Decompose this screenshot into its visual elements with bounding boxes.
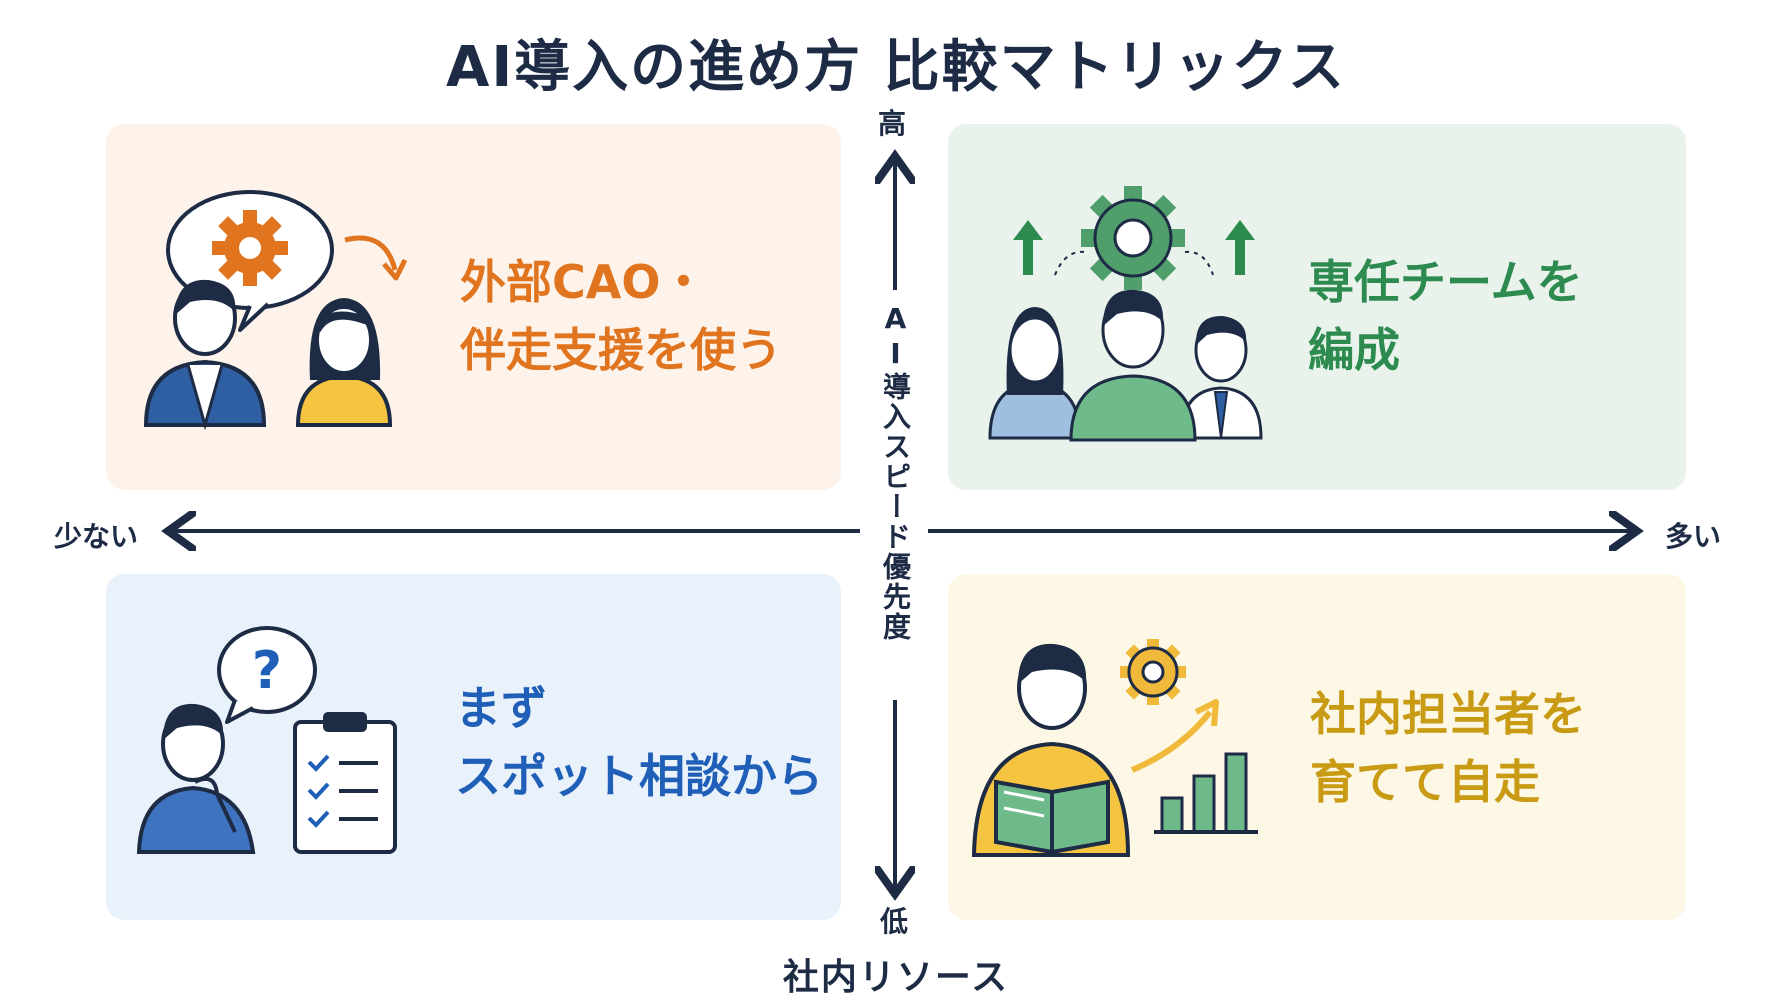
question-bubble-icon: ?	[217, 626, 317, 724]
gear-icon	[1120, 639, 1186, 705]
woman-icon	[295, 298, 393, 427]
thinking-person-icon	[136, 703, 256, 854]
quadrant-label-line: 社内担当者を	[1310, 687, 1586, 741]
bar-chart-icon	[1160, 752, 1248, 834]
gear-icon	[212, 210, 288, 286]
quadrant-label-bottom-right: 社内担当者を 育てて自走	[1310, 680, 1586, 816]
y-axis-title: AI導入スピード優先度	[873, 302, 917, 682]
growth-arrow-icon	[1130, 699, 1219, 773]
checklist-icon	[293, 712, 397, 854]
y-axis-low-label: 低	[880, 905, 909, 938]
team-illustration	[988, 186, 1263, 442]
quadrant-label-top-left: 外部CAO・ 伴走支援を使う	[460, 248, 782, 384]
self-learning-illustration	[971, 639, 1258, 857]
quadrant-label-line: スポット相談から	[455, 749, 823, 803]
quadrant-label-line: 伴走支援を使う	[460, 323, 782, 377]
quadrant-label-line: 専任チームを	[1308, 255, 1583, 309]
consultation-illustration: ?	[136, 626, 397, 854]
svg-text:?: ?	[252, 641, 282, 701]
curved-arrow-icon	[344, 235, 398, 271]
team-icon	[988, 289, 1263, 442]
page-title: AI導入の進め方 比較マトリックス	[446, 35, 1346, 100]
x-axis-low-label: 少ない	[54, 520, 139, 553]
man-icon	[143, 279, 267, 430]
quadrant-label-line: 編成	[1308, 323, 1400, 377]
quadrant-label-top-right: 専任チームを 編成	[1308, 248, 1583, 384]
reading-person-icon	[971, 643, 1131, 857]
consultant-illustration	[143, 190, 408, 430]
x-axis-high-label: 多い	[1665, 520, 1722, 553]
quadrant-label-line: 外部CAO・	[460, 255, 707, 309]
quadrant-label-line: まず	[455, 681, 547, 735]
y-axis-high-label: 高	[878, 107, 907, 140]
quadrant-label-line: 育てて自走	[1310, 755, 1540, 809]
up-arrow-icon	[1013, 220, 1255, 275]
gear-icon	[1081, 186, 1185, 290]
quadrant-label-bottom-left: まず スポット相談から	[455, 674, 823, 810]
x-axis-title: 社内リソース	[782, 957, 1010, 998]
quadrant-bottom-left	[106, 574, 841, 920]
